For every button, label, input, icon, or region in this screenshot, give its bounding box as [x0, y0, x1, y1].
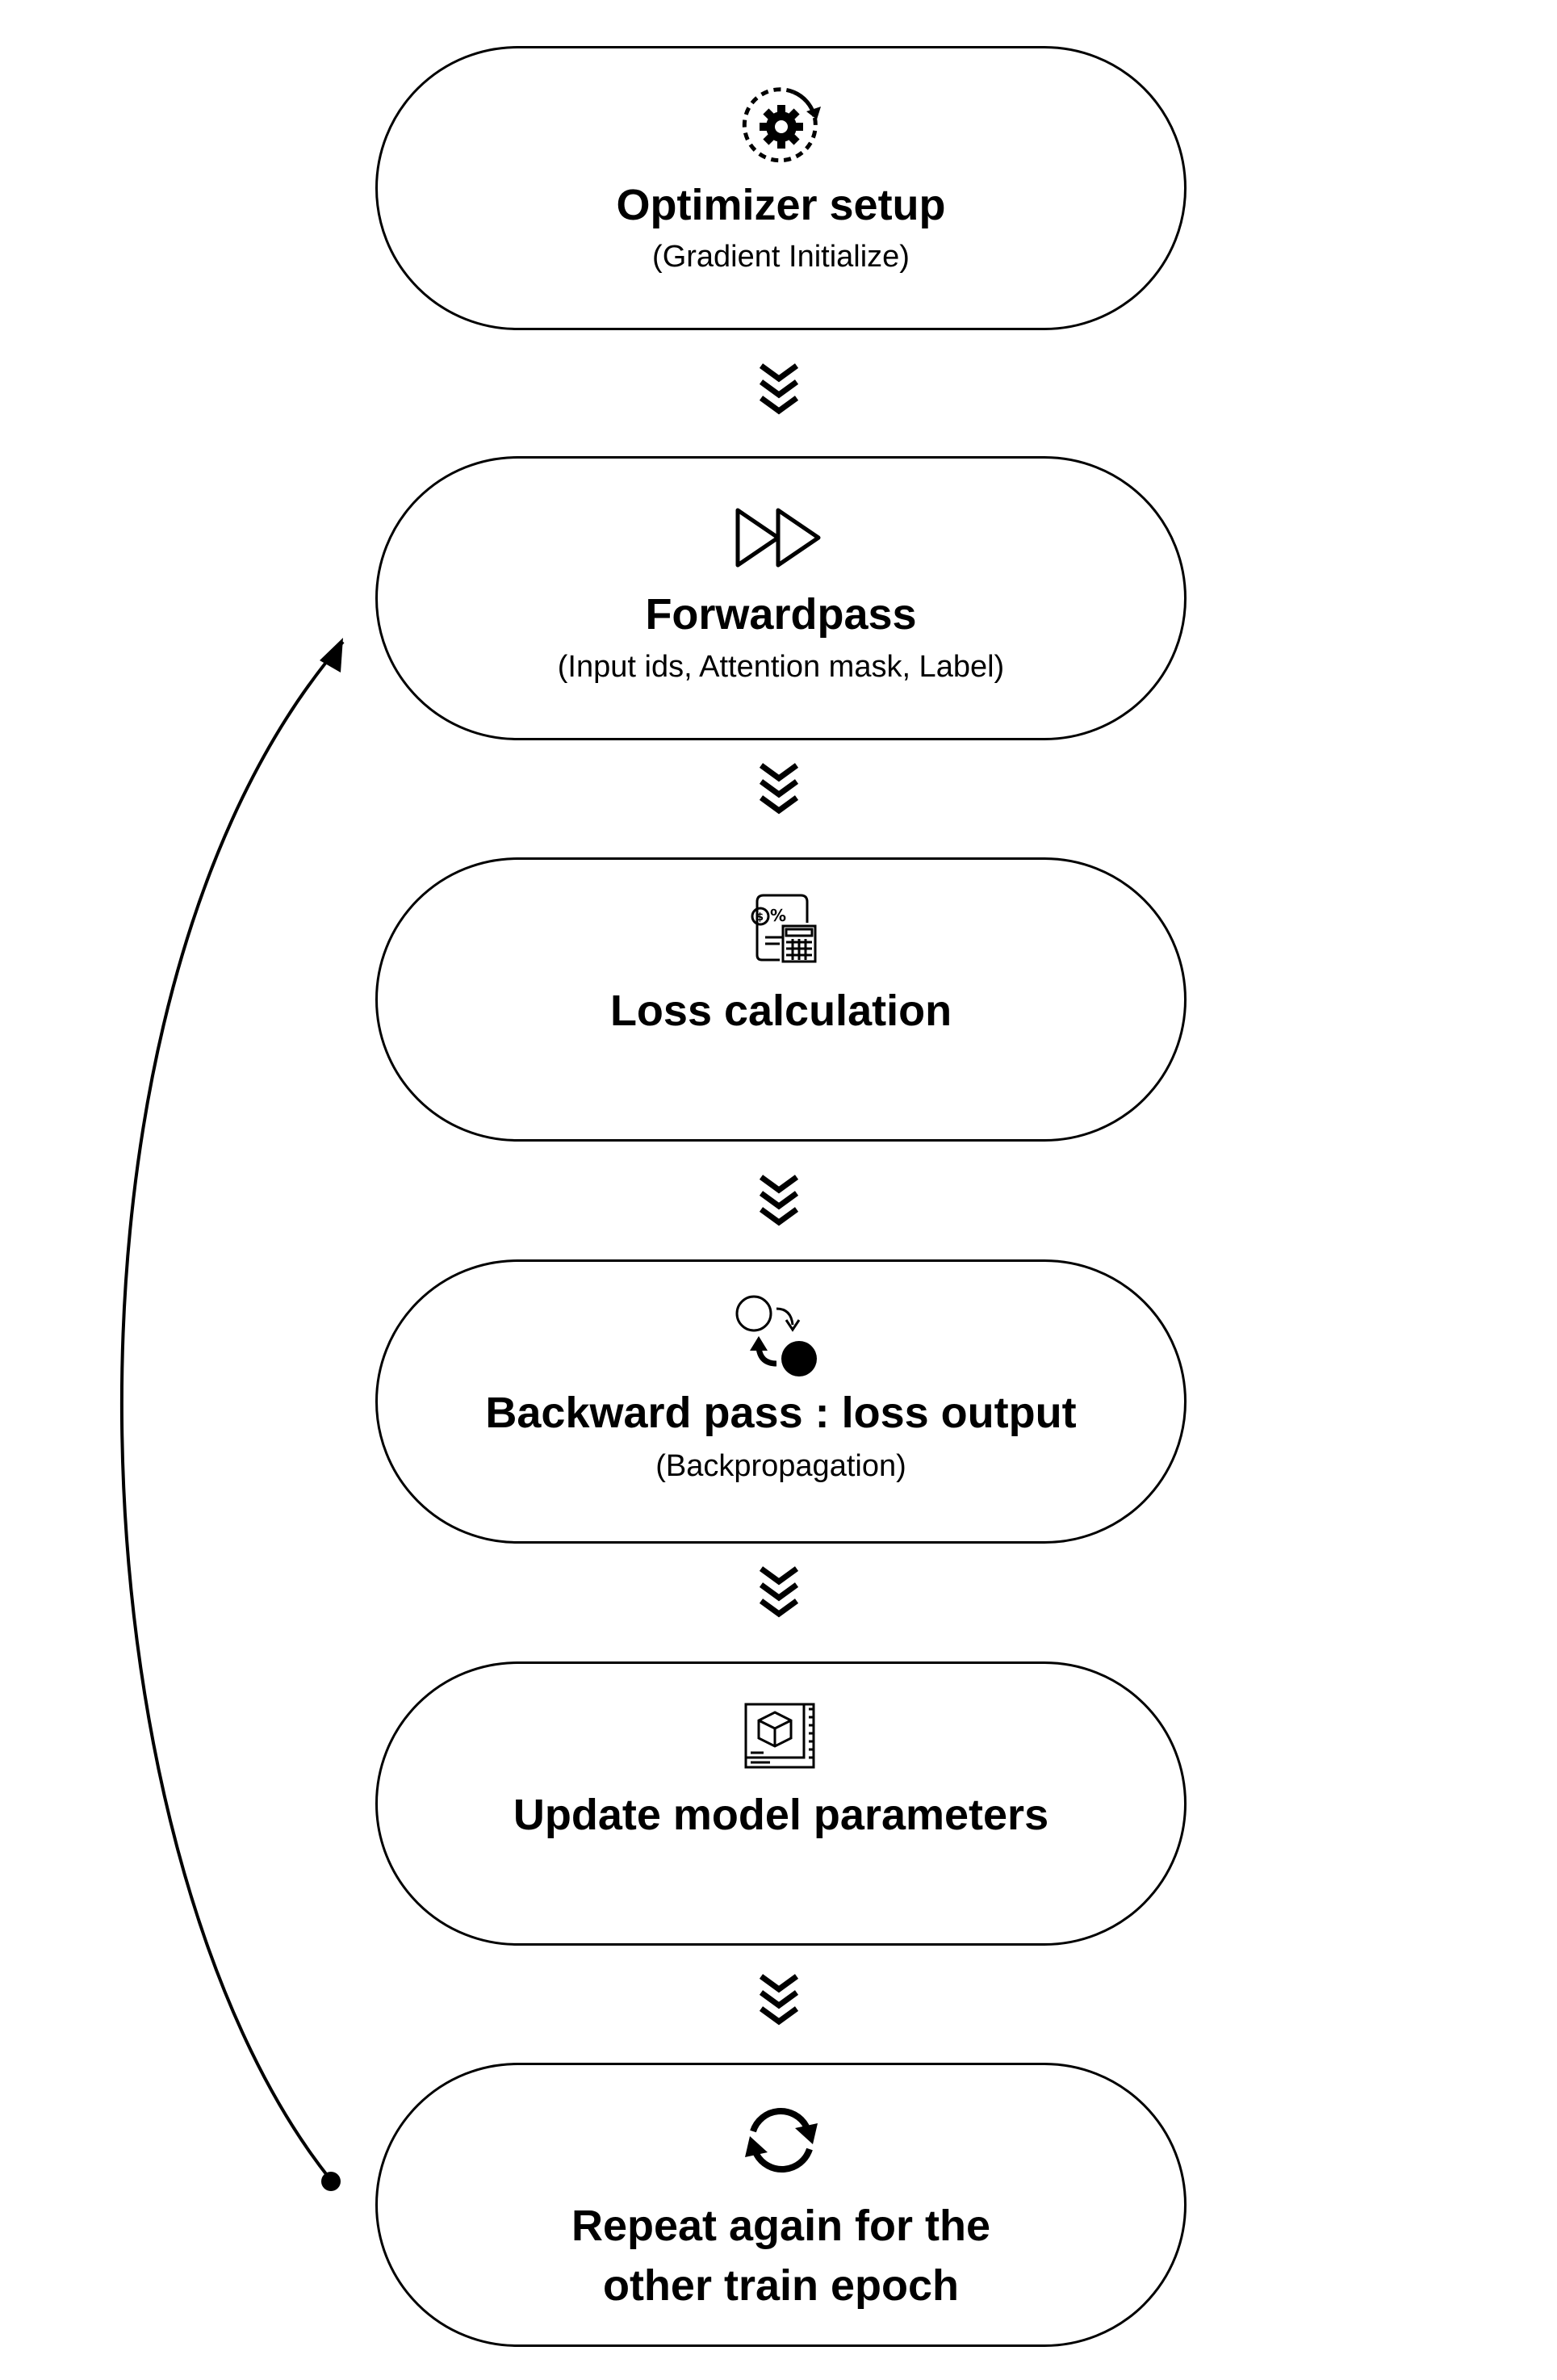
step-optimizer-setup: Optimizer setup (Gradient Initialize)	[375, 46, 1187, 330]
step-repeat: Repeat again for the other train epoch	[375, 2063, 1187, 2347]
loop-start-dot	[321, 2172, 341, 2191]
blueprint-cube-icon	[744, 1703, 814, 1769]
step-title: Repeat again for the other train epoch	[571, 2202, 991, 2310]
loop-back-arrow	[119, 640, 345, 2180]
step-title: Backward pass : loss output	[485, 1389, 1077, 1437]
step-title: Loss calculation	[609, 987, 952, 1035]
step-subtitle: (Gradient Initialize)	[652, 240, 910, 274]
step-forwardpass: Forwardpass (Input ids, Attention mask, …	[375, 456, 1187, 740]
step-subtitle: (Backpropagation)	[655, 1449, 906, 1483]
step-title: Optimizer setup	[616, 181, 946, 229]
step-update-parameters: Update model parameters	[375, 1661, 1187, 1946]
loop-arrowhead	[320, 638, 343, 673]
chevron-triple-down-icon	[759, 1974, 799, 2026]
svg-text:%: %	[770, 906, 786, 925]
gear-refresh-icon	[742, 87, 821, 163]
step-title: Forwardpass	[645, 590, 917, 639]
chevron-triple-down-icon	[759, 363, 799, 415]
chevron-triple-down-icon	[759, 763, 799, 815]
chevron-triple-down-icon	[759, 1175, 799, 1226]
circle-swap-icon	[735, 1295, 817, 1376]
step-loss-calculation: $ % Loss calculation	[375, 857, 1187, 1142]
svg-text:$: $	[756, 911, 764, 924]
chevron-triple-down-icon	[759, 1566, 799, 1618]
step-subtitle: (Input ids, Attention mask, Label)	[557, 650, 1005, 684]
step-backward-pass: Backward pass : loss output (Backpropaga…	[375, 1259, 1187, 1544]
sync-arrows-icon	[744, 2108, 818, 2173]
step-title: Update model parameters	[513, 1791, 1049, 1839]
fast-forward-icon	[735, 508, 820, 568]
calculator-receipt-icon: $ %	[751, 894, 816, 963]
